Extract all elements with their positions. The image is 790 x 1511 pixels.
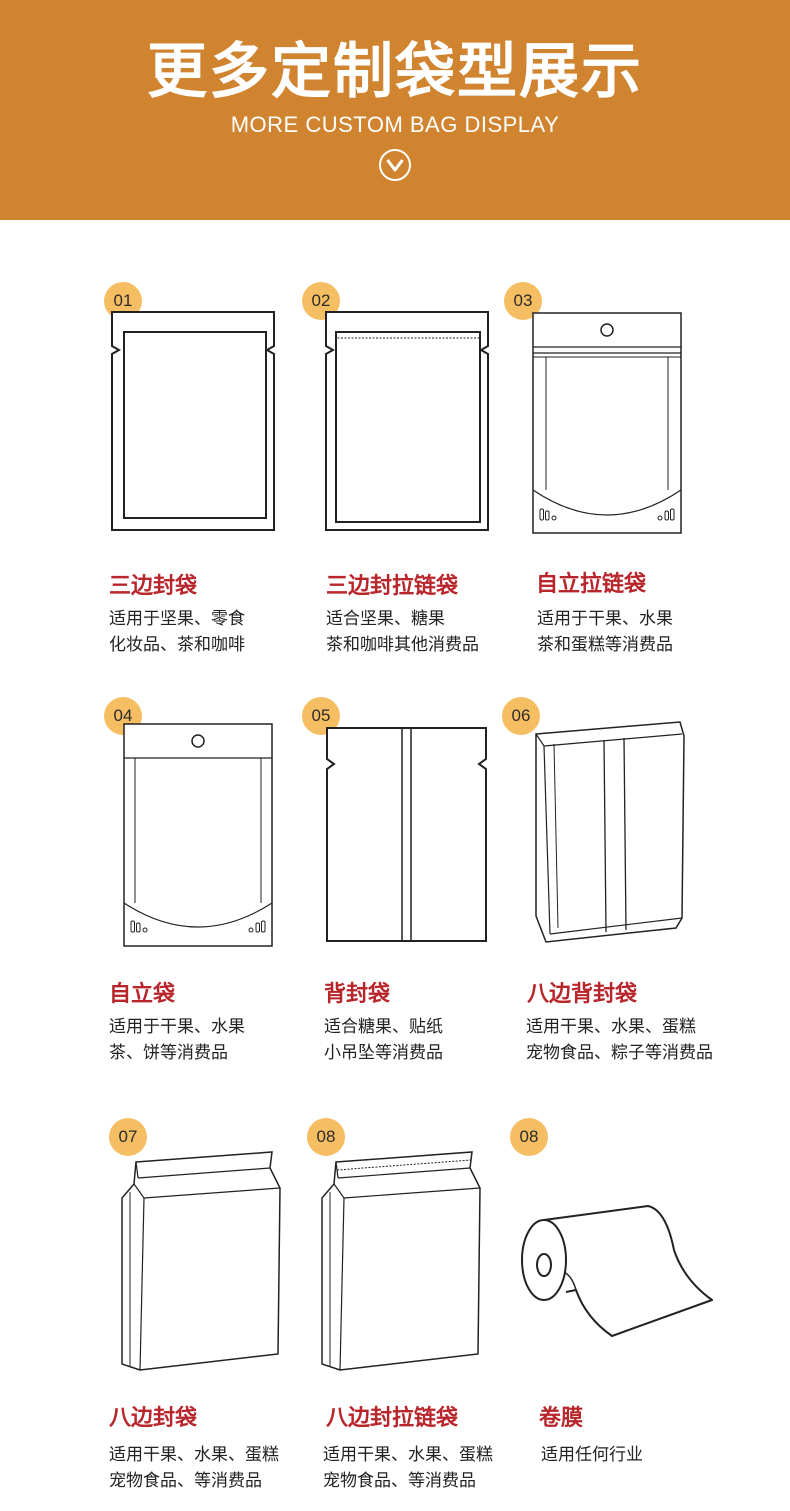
chevron-down-circle-icon (379, 149, 411, 181)
item-desc-line: 化妆品、茶和咖啡 (109, 635, 245, 655)
item-title: 三边封袋 (109, 574, 198, 599)
back-seal-bag-illustration (326, 727, 487, 942)
item-number-badge: 08 (510, 1118, 548, 1156)
page-title: 更多定制袋型展示 (147, 37, 643, 107)
item-title: 自立拉链袋 (536, 572, 647, 597)
item-number-badge: 07 (109, 1118, 147, 1156)
item-desc-line: 适用干果、水果、蛋糕 (526, 1017, 696, 1037)
stand-up-zipper-bag-illustration (532, 312, 682, 534)
header-banner: 更多定制袋型展示 MORE CUSTOM BAG DISPLAY (0, 0, 790, 220)
item-desc-line: 适用干果、水果、蛋糕 (323, 1445, 493, 1465)
item-title: 自立袋 (109, 982, 176, 1007)
item-number-badge: 03 (504, 282, 542, 320)
eight-side-back-seal-bag-illustration (535, 721, 685, 943)
item-desc-line: 适用任何行业 (541, 1445, 643, 1465)
item-desc-line: 茶和蛋糕等消费品 (537, 635, 673, 655)
stand-up-bag-illustration (123, 723, 273, 947)
eight-side-seal-zipper-bag-illustration (321, 1151, 481, 1371)
item-title: 背封袋 (324, 982, 391, 1007)
three-side-seal-bag-illustration (111, 311, 275, 531)
item-desc-line: 宠物食品、粽子等消费品 (526, 1043, 713, 1063)
item-desc-line: 适合糖果、贴纸 (324, 1017, 443, 1037)
item-title: 八边封袋 (109, 1406, 198, 1431)
item-desc-line: 茶和咖啡其他消费品 (326, 635, 479, 655)
item-desc-line: 适用于干果、水果 (537, 609, 673, 629)
item-desc-line: 适用于干果、水果 (109, 1017, 245, 1037)
item-desc-line: 适用于坚果、零食 (109, 609, 245, 629)
item-desc-line: 宠物食品、等消费品 (323, 1471, 476, 1491)
item-number-badge: 08 (307, 1118, 345, 1156)
item-desc-line: 适用干果、水果、蛋糕 (109, 1445, 279, 1465)
three-side-seal-zipper-bag-illustration (325, 311, 489, 531)
item-title: 三边封拉链袋 (326, 574, 459, 599)
item-desc-line: 小吊坠等消费品 (324, 1043, 443, 1063)
item-desc-line: 宠物食品、等消费品 (109, 1471, 262, 1491)
page-subtitle: MORE CUSTOM BAG DISPLAY (230, 112, 560, 137)
eight-side-seal-bag-illustration (121, 1151, 281, 1371)
item-title: 卷膜 (539, 1406, 584, 1431)
item-number-badge: 06 (502, 697, 540, 735)
item-title: 八边背封袋 (527, 982, 638, 1007)
item-desc-line: 适合坚果、糖果 (326, 609, 445, 629)
item-title: 八边封拉链袋 (326, 1406, 459, 1431)
item-desc-line: 茶、饼等消费品 (109, 1043, 228, 1063)
roll-film-illustration (521, 1205, 713, 1337)
